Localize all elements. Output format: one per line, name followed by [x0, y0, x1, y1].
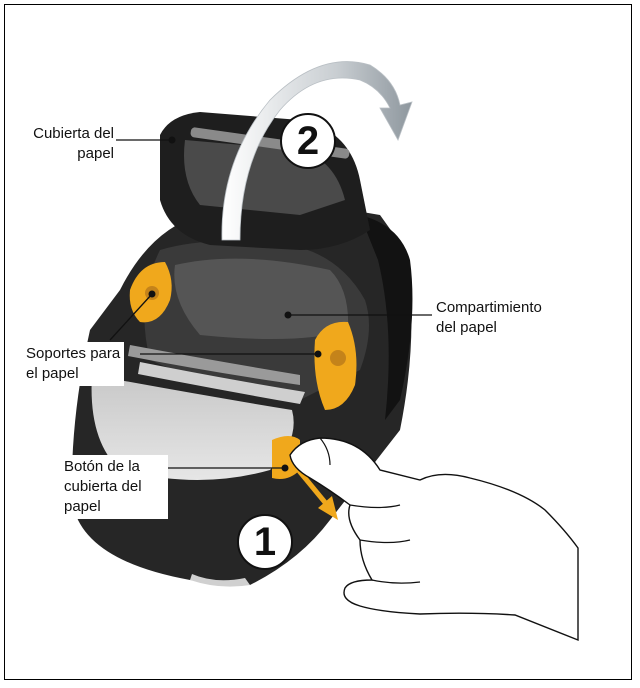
paper-support-right	[314, 321, 357, 410]
press-arrow-head	[318, 496, 338, 520]
label-paper-compartment: Compartimiento del papel	[436, 298, 542, 338]
label-cover-button: Botón de la cubierta del papel	[60, 455, 168, 519]
paper-window	[91, 375, 294, 480]
printer-side	[360, 215, 413, 420]
step-2-badge: 2	[280, 113, 336, 169]
open-cover-arrow	[221, 61, 413, 241]
hand-drawing	[289, 437, 579, 642]
label-paper-cover: Cubierta del papel	[18, 124, 114, 164]
leader-support-left	[109, 293, 153, 341]
step-1-badge: 1	[237, 514, 293, 570]
label-paper-supports: Soportes para el papel	[22, 342, 125, 386]
